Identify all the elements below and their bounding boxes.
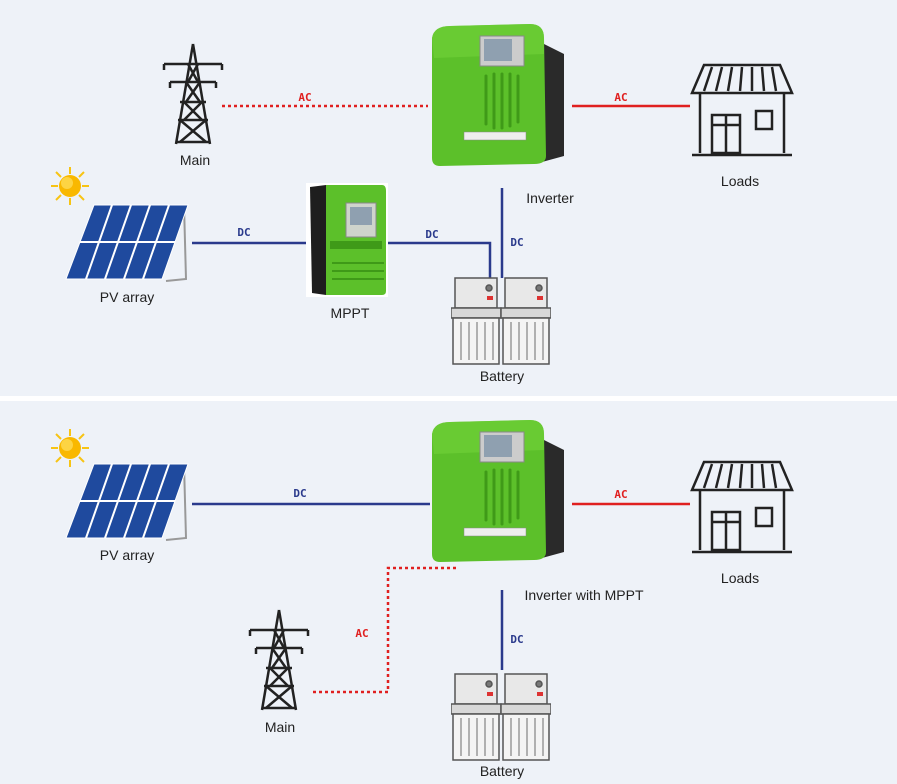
main-label: Main — [265, 719, 295, 735]
mppt-dc-label: DC — [425, 228, 438, 241]
grid-ac-label: AC — [355, 627, 368, 640]
sun-icon — [50, 428, 90, 468]
pv-dc-label: DC — [293, 487, 306, 500]
main-label: Main — [180, 152, 210, 168]
top-mppt-dc-line — [388, 241, 492, 278]
inverter-mppt-icon — [430, 420, 566, 562]
inverter-label: Inverter — [526, 190, 574, 206]
load-ac-label: AC — [614, 91, 627, 104]
battery-label: Battery — [480, 763, 524, 779]
top-panel: Main AC AC Inverter Loads PV array DC MP… — [50, 24, 794, 384]
mppt-label: MPPT — [331, 305, 370, 321]
grid-ac-label: AC — [298, 91, 311, 104]
bottom-panel: PV array DC AC Inverter with MPPT Loads … — [50, 420, 794, 779]
inverter-mppt-label: Inverter with MPPT — [524, 587, 643, 603]
battery-label: Battery — [480, 368, 524, 384]
load-ac-label: AC — [614, 488, 627, 501]
mppt-controller-icon — [306, 183, 388, 297]
inverter-icon — [430, 24, 566, 166]
sun-icon — [50, 166, 90, 206]
loads-label: Loads — [721, 173, 759, 189]
bottom-grid-ac-line — [312, 566, 456, 694]
pv-array-label: PV array — [100, 289, 154, 305]
pv-dc-label: DC — [237, 226, 250, 239]
pv-array-label: PV array — [100, 547, 154, 563]
loads-label: Loads — [721, 570, 759, 586]
battery-dc-label: DC — [510, 633, 523, 646]
inverter-dc-label: DC — [510, 236, 523, 249]
panel-divider — [0, 396, 897, 401]
